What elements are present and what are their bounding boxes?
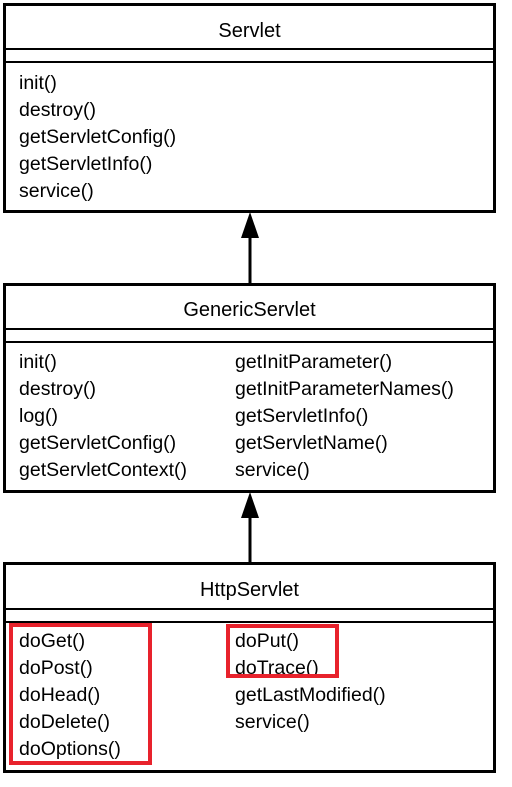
class-genericservlet-methods-right: getInitParameter() getInitParameterNames…	[235, 349, 454, 484]
method: doGet()	[19, 630, 86, 652]
method: getServletName()	[235, 432, 388, 454]
class-genericservlet: GenericServlet init() destroy() log() ge…	[3, 283, 496, 493]
method: getLastModified()	[235, 684, 386, 706]
class-httpservlet: HttpServlet doGet() doPost() doHead() do…	[3, 562, 496, 773]
class-genericservlet-methods-left: init() destroy() log() getServletConfig(…	[19, 349, 187, 484]
class-httpservlet-methods-right: doPut() doTrace() getLastModified() serv…	[235, 628, 386, 736]
method: doPost()	[19, 657, 93, 679]
class-genericservlet-name: GenericServlet	[183, 299, 316, 321]
method: doHead()	[19, 684, 101, 706]
method: getServletInfo()	[235, 405, 369, 427]
class-servlet-divider-2	[6, 61, 493, 63]
method: destroy()	[19, 99, 96, 121]
method: log()	[19, 405, 59, 427]
highlight-box-right	[226, 624, 339, 678]
arrow-http-to-generic	[241, 492, 259, 563]
method: init()	[19, 72, 57, 94]
method: getServletConfig()	[19, 126, 177, 148]
class-servlet-methods: init() destroy() getServletConfig() getS…	[19, 70, 176, 205]
method: getInitParameter()	[235, 351, 393, 373]
method: service()	[235, 459, 310, 481]
class-genericservlet-divider-1	[6, 328, 493, 330]
method: service()	[235, 711, 310, 733]
method: getServletInfo()	[19, 153, 153, 175]
method: destroy()	[19, 378, 96, 400]
method: service()	[19, 180, 94, 202]
method: doOptions()	[19, 738, 121, 760]
highlight-box-left	[9, 623, 152, 765]
class-genericservlet-divider-2	[6, 341, 493, 343]
class-httpservlet-divider-2	[6, 621, 493, 623]
class-servlet-divider-1	[6, 48, 493, 50]
method: doPut()	[235, 630, 299, 652]
method: getServletConfig()	[19, 432, 177, 454]
method: init()	[19, 351, 57, 373]
method: getInitParameterNames()	[235, 378, 454, 400]
class-httpservlet-divider-1	[6, 608, 493, 610]
arrow-generic-to-servlet	[241, 212, 259, 284]
method: getServletContext()	[19, 459, 187, 481]
class-httpservlet-name: HttpServlet	[200, 579, 299, 601]
class-httpservlet-methods-left: doGet() doPost() doHead() doDelete() doO…	[19, 628, 121, 763]
class-servlet: Servlet init() destroy() getServletConfi…	[3, 3, 496, 213]
class-servlet-name: Servlet	[218, 20, 281, 42]
method: doDelete()	[19, 711, 111, 733]
method: doTrace()	[235, 657, 319, 679]
